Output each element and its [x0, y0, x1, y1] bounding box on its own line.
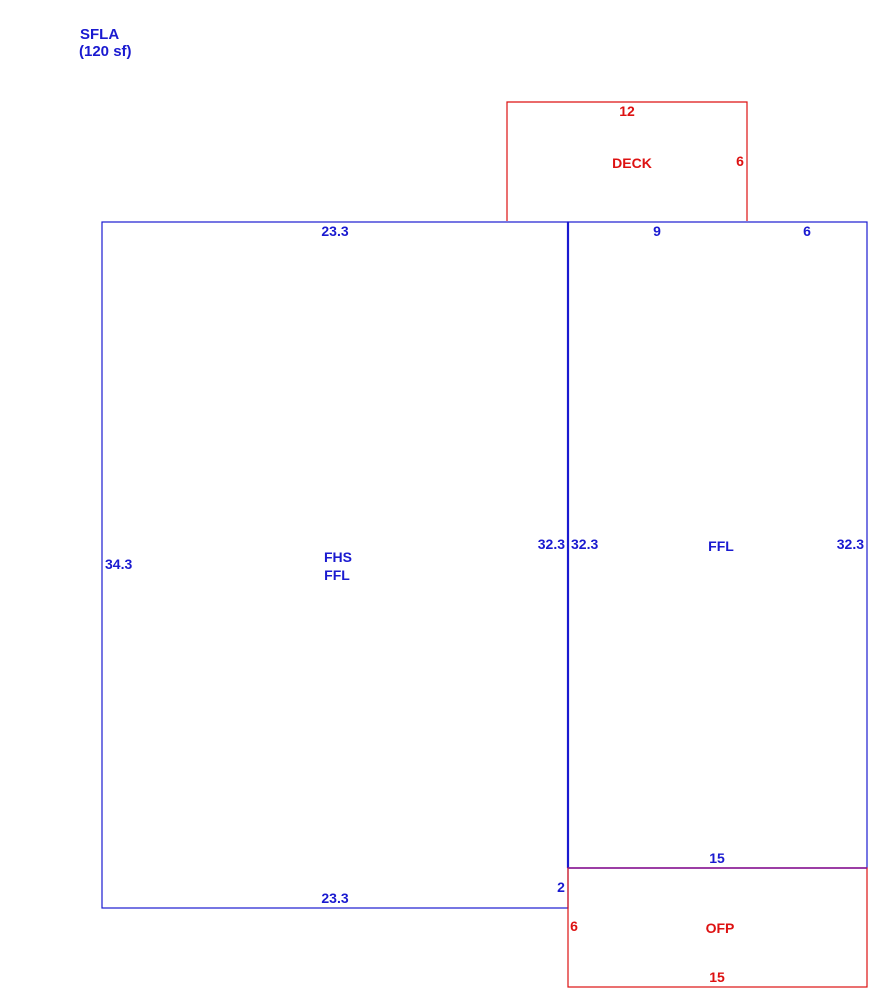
main-area-name-2: FFL	[324, 567, 350, 583]
sfla-label: SFLA	[80, 26, 119, 43]
porch-name-label: OFP	[706, 920, 735, 936]
main-right-dim: 32.3	[538, 536, 565, 552]
deck-right-dim: 6	[736, 153, 744, 169]
porch-left-dim: 6	[570, 918, 578, 934]
main-jog-dim: 2	[557, 879, 565, 895]
porch-bottom-dim: 15	[709, 969, 725, 985]
main-area-outline	[101, 221, 569, 909]
main-left-dim: 34.3	[105, 556, 132, 572]
main-bottom-dim: 23.3	[321, 890, 348, 906]
deck-top-dim: 12	[619, 103, 635, 119]
right-left-dim: 32.3	[571, 536, 598, 552]
right-bottom-dim: 15	[709, 850, 725, 866]
right-area-name: FFL	[708, 538, 734, 554]
sfla-area-label: (120 sf)	[79, 43, 132, 60]
deck-outline	[506, 101, 748, 221]
deck-name-label: DECK	[612, 155, 652, 171]
right-top-dim-a: 9	[653, 223, 661, 239]
right-right-dim: 32.3	[837, 536, 864, 552]
main-area-name-1: FHS	[324, 549, 352, 565]
right-top-dim-b: 6	[803, 223, 811, 239]
main-top-dim: 23.3	[321, 223, 348, 239]
